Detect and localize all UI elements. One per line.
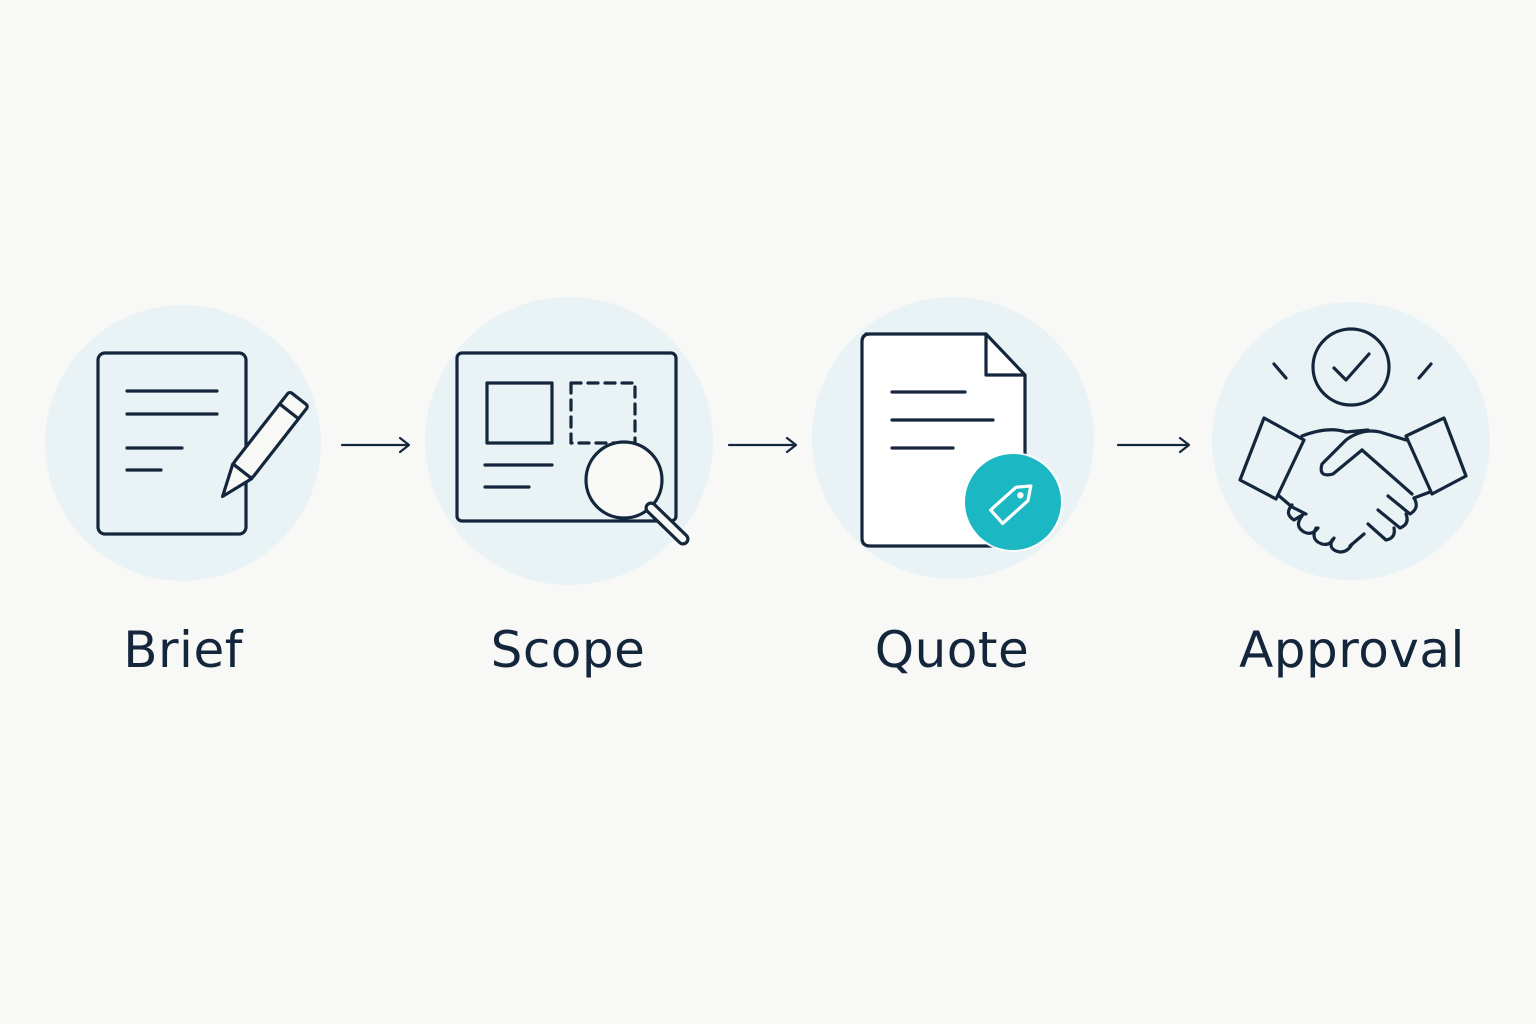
step-scope-circle [425, 297, 713, 585]
step-quote-label: Quote [874, 621, 1030, 679]
document-price-tag-icon [860, 332, 1063, 552]
step-approval-label: Approval [1239, 621, 1465, 679]
price-tag-badge-icon [965, 454, 1061, 550]
step-approval-circle [1212, 302, 1490, 580]
handshake-checkmark-icon [1238, 327, 1468, 554]
layout-magnifier-icon [455, 351, 690, 546]
connector-arrow-3 [1116, 436, 1191, 454]
step-scope-label: Scope [490, 621, 646, 679]
step-brief-label: Brief [123, 621, 243, 679]
connector-arrow-1 [340, 436, 411, 454]
document-pencil-icon [96, 351, 309, 536]
connector-arrow-2 [727, 436, 798, 454]
